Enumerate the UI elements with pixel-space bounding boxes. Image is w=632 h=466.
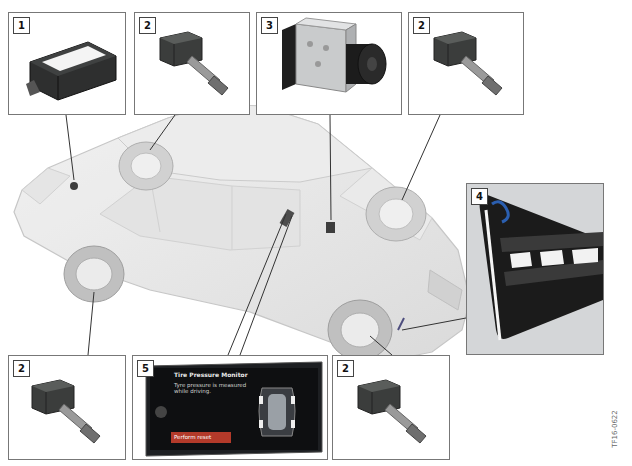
screen-heading: Tire Pressure Monitor xyxy=(174,372,254,379)
callout-panel: 2 xyxy=(332,355,450,460)
callout-number: 1 xyxy=(13,17,30,34)
callout-number: 2 xyxy=(13,360,30,377)
callout-number: 3 xyxy=(261,17,278,34)
screen-text: Tyre pressure is measured while driving. xyxy=(174,382,258,395)
screen-button: Perform reset xyxy=(174,434,232,440)
callout-panel: 1 xyxy=(8,12,126,115)
callout-panel: 5 xyxy=(132,355,328,460)
callout-number: 5 xyxy=(137,360,154,377)
callout-panel: 2 xyxy=(408,12,524,115)
callout-number: 4 xyxy=(471,188,488,205)
callout-panel: 3 xyxy=(256,12,402,115)
callout-number: 2 xyxy=(139,17,156,34)
figure-code: TF16-0622 xyxy=(611,399,619,459)
callout-panel: 2 xyxy=(8,355,126,460)
callout-number: 2 xyxy=(337,360,354,377)
callout-panel: 4 xyxy=(466,183,604,355)
callout-panel: 2 xyxy=(134,12,250,115)
callout-number: 2 xyxy=(413,17,430,34)
